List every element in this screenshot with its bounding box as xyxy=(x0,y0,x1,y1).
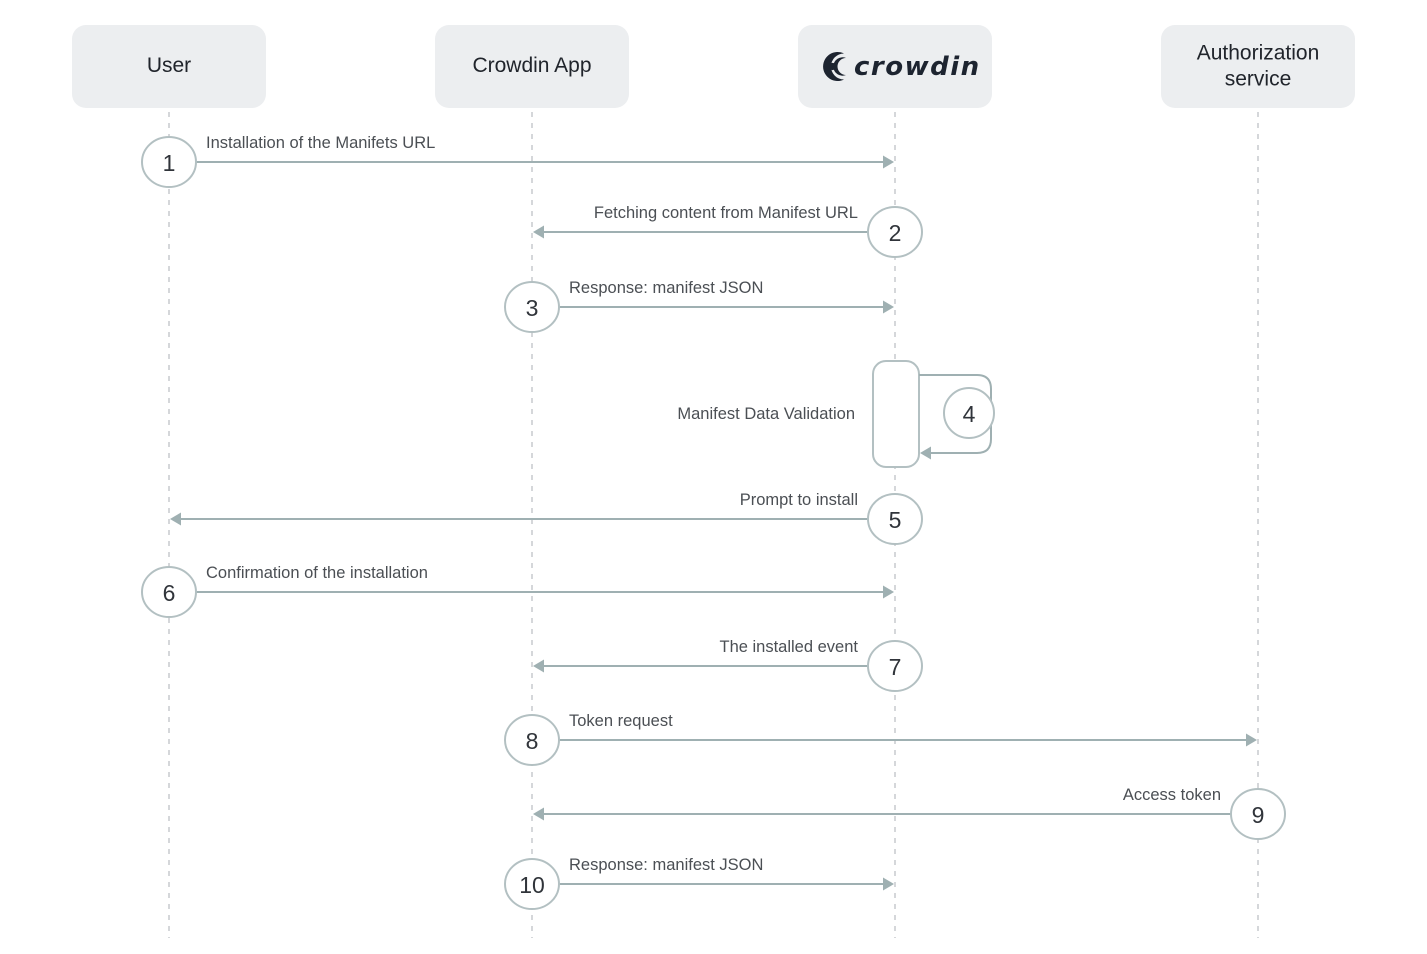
step-circle-6[interactable] xyxy=(141,566,197,618)
crowdin-logo-mark xyxy=(823,52,846,81)
message-label-7: The installed event xyxy=(719,638,858,656)
step-number-4: 4 xyxy=(963,401,976,427)
message-step-3[interactable]: Response: manifest JSON 3 xyxy=(504,279,894,333)
message-label-5: Prompt to install xyxy=(740,491,858,509)
step-number-2: 2 xyxy=(889,220,902,246)
step-number-7: 7 xyxy=(889,654,902,680)
arrow-head xyxy=(1246,733,1257,747)
participant-app[interactable]: Crowdin App xyxy=(435,25,629,108)
arrow-head xyxy=(883,300,894,314)
participant-box-app xyxy=(435,25,629,108)
activation-layer xyxy=(872,360,920,468)
step-number-3: 3 xyxy=(526,295,539,321)
participant-label-line: Authorization xyxy=(1197,41,1320,64)
participant-user[interactable]: User xyxy=(72,25,266,108)
step-number-5: 5 xyxy=(889,507,902,533)
messages-layer: Installation of the Manifets URL 1Fetchin… xyxy=(141,134,1286,910)
participant-box-auth xyxy=(1161,25,1355,108)
message-label-6: Confirmation of the installation xyxy=(206,564,428,582)
participant-label-user: User xyxy=(147,54,191,77)
step-circle-1[interactable] xyxy=(141,136,197,188)
message-step-7[interactable]: The installed event 7 xyxy=(533,638,923,692)
crowdin-swoosh-dot xyxy=(828,62,837,71)
message-label-2: Fetching content from Manifest URL xyxy=(594,204,858,222)
message-label-10: Response: manifest JSON xyxy=(569,856,763,874)
arrow-head xyxy=(920,446,931,460)
crowdin-logo-wordmark: crowdin xyxy=(854,52,981,82)
step-number-8: 8 xyxy=(526,728,539,754)
message-step-2[interactable]: Fetching content from Manifest URL 2 xyxy=(533,204,923,258)
message-label-9: Access token xyxy=(1123,786,1221,804)
step-number-6: 6 xyxy=(163,580,176,606)
arrow-head xyxy=(533,225,544,239)
step-number-9: 9 xyxy=(1252,802,1265,828)
step-circle-8[interactable] xyxy=(504,714,560,766)
message-step-5[interactable]: Prompt to install 5 xyxy=(170,491,923,545)
step-circle-4[interactable] xyxy=(943,387,995,439)
crowdin-logo-icon: crowdin xyxy=(823,52,981,82)
step-circle-3[interactable] xyxy=(504,281,560,333)
arrow-head xyxy=(533,807,544,821)
arrow-head xyxy=(533,659,544,673)
crowdin-swoosh-outer xyxy=(823,52,844,81)
participants-layer: User Crowdin App crowdin Authorization servi… xyxy=(72,25,1355,108)
message-label-8: Token request xyxy=(569,712,673,730)
arrow-head xyxy=(883,877,894,891)
participant-label-auth: Authorization service xyxy=(1197,41,1320,90)
activation-box-crowdin xyxy=(872,360,920,468)
message-step-9[interactable]: Access token 9 xyxy=(533,786,1286,840)
step-circle-9[interactable] xyxy=(1230,788,1286,840)
participant-box-crowdin xyxy=(798,25,992,108)
step-number-10: 10 xyxy=(519,872,545,898)
participant-crowdin[interactable]: crowdin xyxy=(798,25,992,108)
step-number-1: 1 xyxy=(163,150,176,176)
arrow-head xyxy=(170,512,181,526)
participant-box-user xyxy=(72,25,266,108)
step-circle-5[interactable] xyxy=(867,493,923,545)
message-step-4[interactable]: Manifest Data Validation 4 xyxy=(677,374,995,460)
step-circle-7[interactable] xyxy=(867,640,923,692)
message-label-4: Manifest Data Validation xyxy=(677,405,855,423)
participant-label-line: service xyxy=(1225,67,1292,90)
message-step-10[interactable]: Response: manifest JSON 10 xyxy=(504,856,894,910)
participant-label-app: Crowdin App xyxy=(472,54,591,77)
step-circle-10[interactable] xyxy=(504,858,560,910)
message-label-3: Response: manifest JSON xyxy=(569,279,763,297)
arrow-head xyxy=(883,585,894,599)
message-step-6[interactable]: Confirmation of the installation 6 xyxy=(141,564,894,618)
arrow-head xyxy=(883,155,894,169)
message-label-1: Installation of the Manifets URL xyxy=(206,134,435,152)
crowdin-swoosh-inner xyxy=(833,57,846,76)
participant-auth[interactable]: Authorization service xyxy=(1161,25,1355,108)
message-step-8[interactable]: Token request 8 xyxy=(504,712,1257,766)
step-circle-2[interactable] xyxy=(867,206,923,258)
message-step-1[interactable]: Installation of the Manifets URL 1 xyxy=(141,134,894,188)
